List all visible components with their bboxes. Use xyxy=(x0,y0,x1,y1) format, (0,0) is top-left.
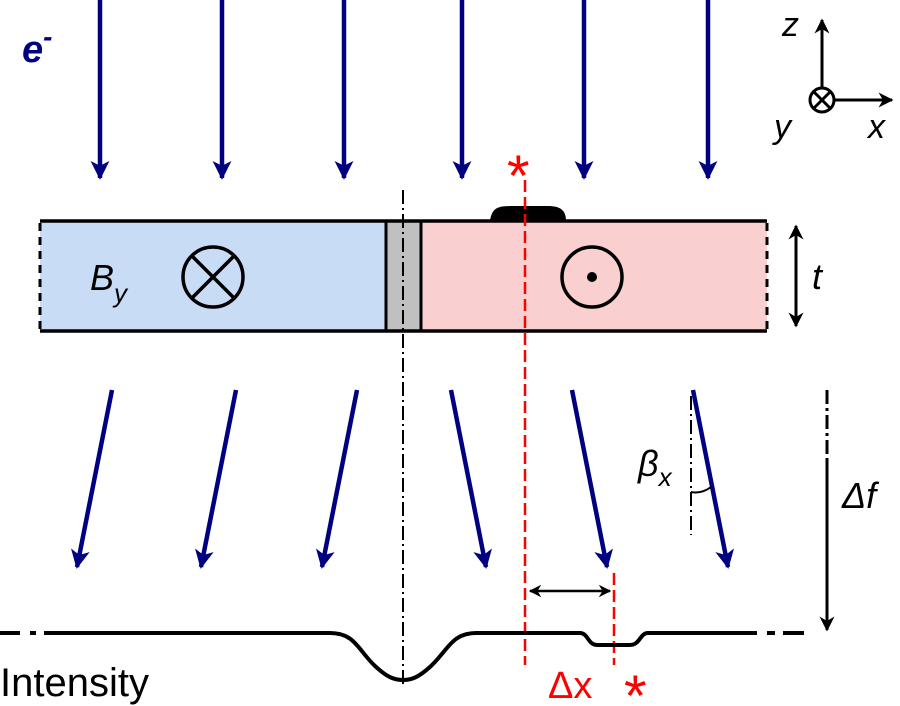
field-out-of-page-icon xyxy=(560,245,624,309)
field-into-page-icon xyxy=(181,245,245,309)
marker-top: * xyxy=(507,144,530,209)
axis-y-label: y xyxy=(772,108,793,146)
beta-label: βx xyxy=(637,443,673,492)
thickness-label: t xyxy=(812,256,824,297)
deflected-beam xyxy=(71,389,734,569)
deflected-arrow xyxy=(71,389,115,569)
field-label: By xyxy=(90,257,129,308)
coordinate-axes xyxy=(808,18,894,114)
shift-label: Δx xyxy=(548,665,592,706)
incoming-beam xyxy=(90,0,718,180)
surface-defect xyxy=(490,206,566,221)
marker-bottom: * xyxy=(624,664,647,706)
into-page-axis-icon xyxy=(808,86,836,114)
electron-label: e- xyxy=(22,21,52,71)
intensity-profile xyxy=(0,631,804,683)
axis-z-label: z xyxy=(781,6,799,44)
defocus-label: Δf xyxy=(841,475,880,516)
deflected-arrow xyxy=(195,389,239,569)
axis-x-label: x xyxy=(866,108,886,146)
intensity-label: Intensity xyxy=(0,661,149,705)
deflected-arrow xyxy=(569,389,613,569)
deflected-arrow xyxy=(690,389,734,569)
deflected-arrow xyxy=(316,389,360,569)
deflected-arrow xyxy=(448,389,492,569)
beta-angle-arc xyxy=(690,486,712,494)
